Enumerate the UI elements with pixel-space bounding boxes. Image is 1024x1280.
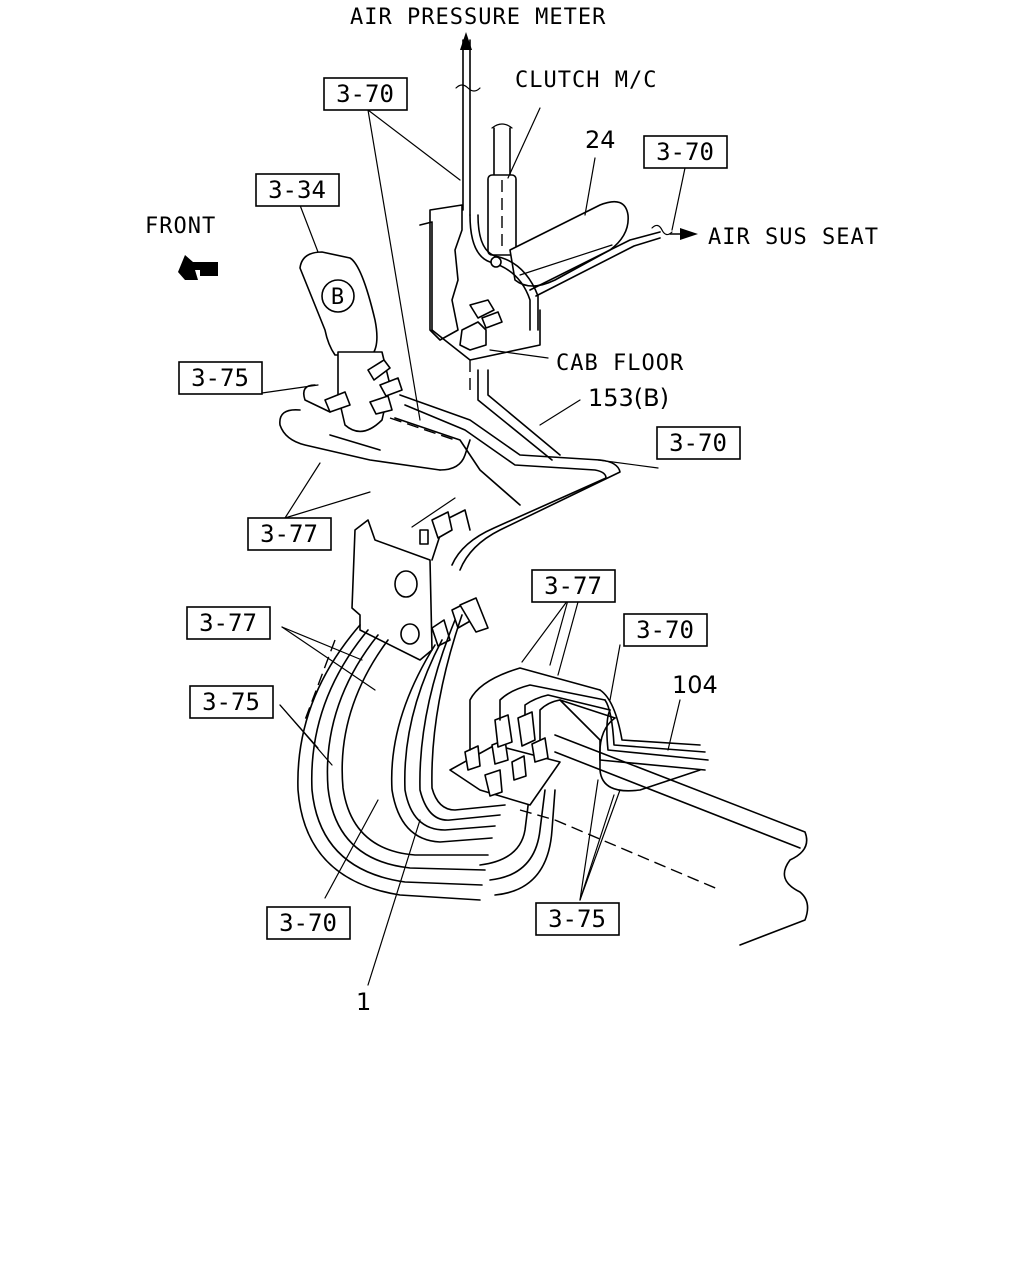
air-pressure-meter-pipe [455, 32, 481, 216]
ref-box-8: 3-77 [186, 606, 271, 640]
svg-text:3-34: 3-34 [268, 176, 326, 204]
ref-box-9: 3-70 [623, 613, 708, 647]
frame-rail [519, 734, 809, 946]
svg-text:3-77: 3-77 [544, 572, 602, 600]
front-arrow-icon [178, 255, 218, 280]
svg-text:3-77: 3-77 [260, 520, 318, 548]
label-front: FRONT [145, 214, 216, 239]
lower-pipe-loops [279, 614, 556, 986]
brake-valve: B [297, 199, 403, 433]
ref-box-4: 3-75 [178, 361, 263, 395]
ref-box-2: 3-34 [255, 173, 340, 207]
brake-valve-mark: B [331, 285, 345, 310]
label-clutch-mc: CLUTCH M/C [515, 68, 657, 93]
ref-box-6: 3-77 [247, 517, 332, 551]
ref-box-1: 3-70 [323, 77, 408, 111]
junction-block [449, 599, 709, 901]
svg-text:3-70: 3-70 [669, 429, 727, 457]
air-sus-seat-pipe [469, 167, 698, 331]
part-number-24: 24 [585, 126, 616, 154]
svg-text:3-70: 3-70 [336, 80, 394, 108]
brake-valve-mark-circle [321, 279, 355, 313]
ref-box-10: 3-75 [189, 685, 274, 719]
arrow-up-icon [460, 32, 472, 50]
ref-box-12: 3-75 [535, 902, 620, 936]
label-air-sus-seat: AIR SUS SEAT [708, 225, 879, 250]
ref-box-5: 3-70 [656, 426, 741, 460]
hook-pipe [279, 384, 471, 471]
ref-box-11: 3-70 [266, 906, 351, 940]
svg-text:3-75: 3-75 [548, 905, 606, 933]
svg-text:3-70: 3-70 [636, 616, 694, 644]
part-number-153b: 153(B) [588, 384, 669, 412]
part-number-104: 104 [672, 671, 718, 699]
svg-text:3-70: 3-70 [656, 138, 714, 166]
upper-fittings [459, 256, 503, 351]
arrow-right-icon [680, 228, 698, 240]
svg-text:3-75: 3-75 [202, 688, 260, 716]
clutch-master-cylinder [487, 107, 541, 256]
pipe-153b [394, 369, 621, 571]
ref-box-7: 3-77 [531, 569, 616, 603]
cab-floor-bracket [419, 204, 549, 395]
leader-lines [261, 109, 659, 519]
part-number-1: 1 [356, 988, 371, 1016]
label-air-pressure-meter: AIR PRESSURE METER [350, 5, 606, 30]
ref-box-3: 3-70 [643, 135, 728, 169]
svg-text:3-75: 3-75 [191, 364, 249, 392]
seat-bracket-24 [509, 157, 629, 287]
svg-text:3-70: 3-70 [279, 909, 337, 937]
svg-text:3-77: 3-77 [199, 609, 257, 637]
mid-bracket [351, 497, 489, 661]
label-cab-floor: CAB FLOOR [556, 351, 684, 376]
